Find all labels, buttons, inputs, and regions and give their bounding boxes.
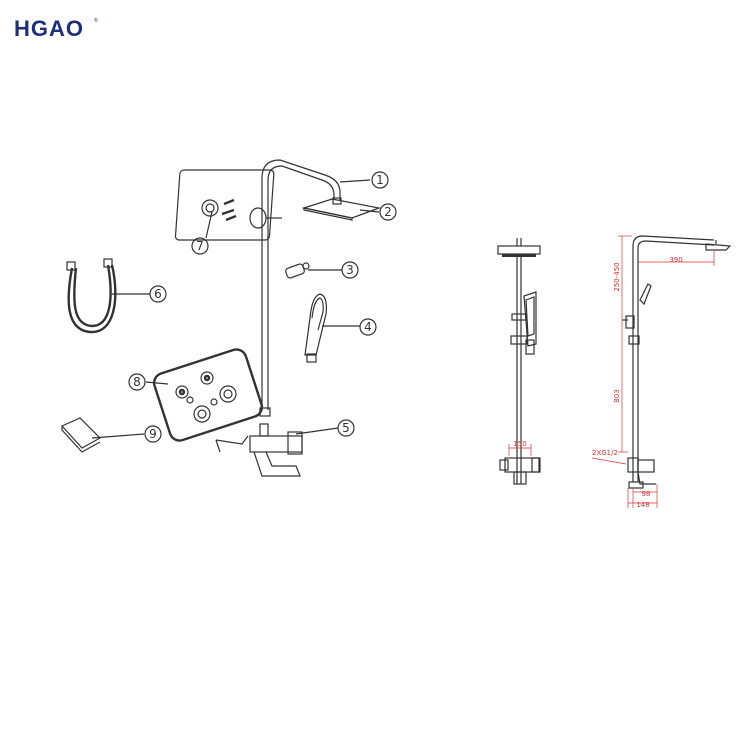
dim-arm-reach: 390	[669, 256, 682, 264]
dim-mixer-width: 150	[513, 440, 526, 448]
dim-rail-height: 803	[613, 389, 621, 402]
callout-9: 9	[144, 425, 162, 443]
wall-bracket-panel	[174, 169, 282, 241]
callout-3: 3	[341, 261, 359, 279]
callout-1: 1	[371, 171, 389, 189]
svg-text:5: 5	[342, 421, 350, 435]
dim-depth-2: 148	[636, 501, 649, 509]
instruction-manual	[60, 417, 101, 453]
fittings-kit	[152, 348, 264, 442]
callout-4: 4	[359, 318, 377, 336]
brand-logo-text: HGAO	[14, 16, 84, 41]
hand-shower	[304, 293, 327, 363]
overhead-shower-head	[301, 197, 382, 221]
svg-text:2: 2	[384, 205, 392, 219]
brand-logo: HGAO ®	[14, 16, 98, 41]
svg-text:1: 1	[376, 173, 384, 187]
shower-hose	[66, 258, 117, 334]
callout-2: 2	[379, 203, 397, 221]
dim-inlet: 2XG1/2	[592, 449, 618, 457]
callout-5: 5	[337, 419, 355, 437]
svg-text:6: 6	[154, 287, 162, 301]
svg-text:3: 3	[346, 263, 354, 277]
callout-leaders	[91, 179, 380, 439]
svg-text:8: 8	[133, 375, 141, 389]
callout-6: 6	[149, 285, 167, 303]
dim-height-adjust: 250-450	[613, 262, 621, 291]
callout-8: 8	[128, 373, 146, 391]
svg-text:4: 4	[364, 320, 372, 334]
mixer-valve	[215, 423, 303, 477]
side-view: 250-450 803 390 2XG1/2 98 148	[591, 235, 732, 509]
exploded-view: 1 2 3 4 5 6 7	[60, 159, 397, 477]
front-view: 150	[497, 238, 541, 485]
svg-text:9: 9	[149, 427, 157, 441]
svg-text:®: ®	[94, 17, 98, 24]
callout-7: 7	[191, 237, 209, 255]
svg-text:7: 7	[196, 239, 204, 253]
dim-depth-1: 98	[642, 490, 651, 498]
slide-bracket	[285, 262, 310, 279]
